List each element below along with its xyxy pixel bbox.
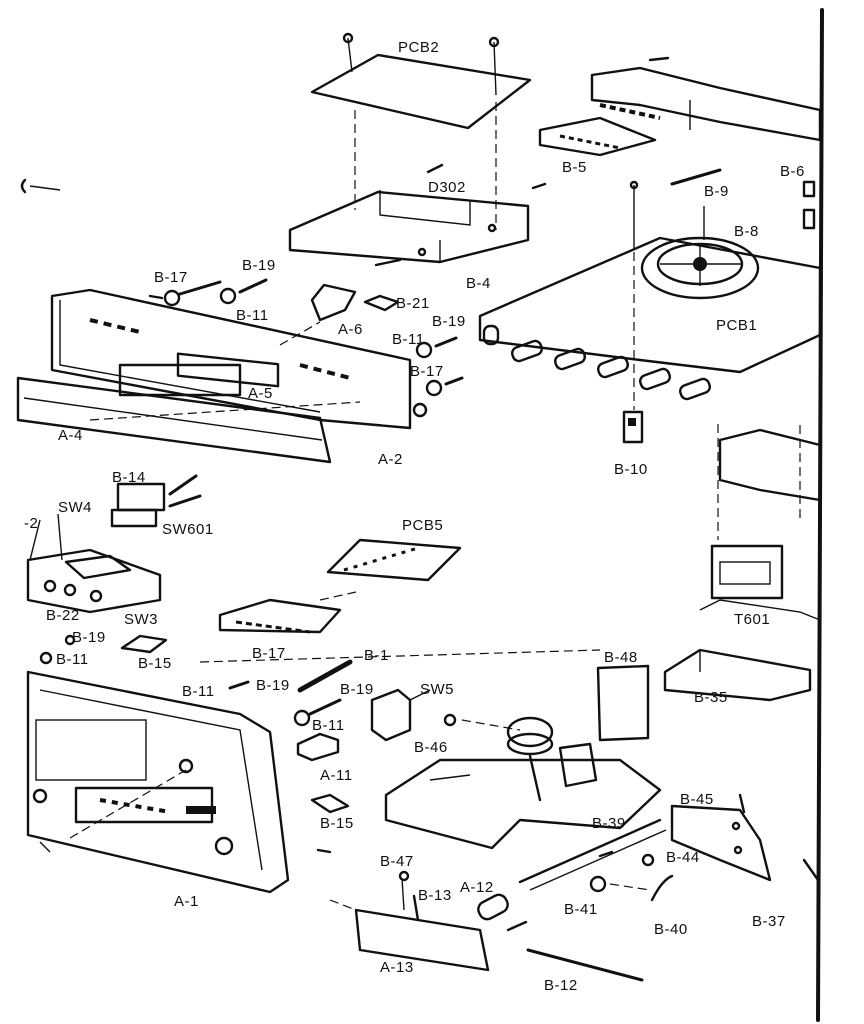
b15-pads (39, 634, 350, 814)
label-pcb5: PCB5 (402, 517, 443, 534)
b14-sw601-parts (110, 474, 202, 528)
label-b19-sw5: B-19 (340, 681, 374, 698)
label-sw601: SW601 (162, 521, 214, 538)
deck-mechanism (384, 713, 662, 850)
a13-cover (329, 870, 528, 972)
label-a5: A-5 (248, 385, 273, 402)
label-b11-sw5: B-11 (312, 717, 345, 734)
b35-bracket (663, 648, 812, 702)
b5-bracket (538, 56, 822, 157)
label-b47: B-47 (380, 853, 414, 870)
b40-b41-parts (589, 874, 674, 902)
label-b17-mid2: B-17 (252, 645, 286, 662)
label-pcb1: PCB1 (716, 317, 757, 334)
label-a4: A-4 (58, 427, 83, 444)
label-b4: B-4 (466, 275, 491, 292)
label-a2: A-2 (378, 451, 403, 468)
label-b19-top: B-19 (242, 257, 276, 274)
pcb1-board (478, 168, 822, 444)
label-b19-mid: B-19 (432, 313, 466, 330)
label-b11-mid: B-11 (392, 331, 425, 348)
a1-front-panel (26, 670, 332, 894)
label-b15-left: B-15 (138, 655, 172, 672)
label-b48: B-48 (604, 649, 638, 666)
label-b21: B-21 (396, 295, 430, 312)
label-t601: T601 (734, 611, 770, 628)
label-b45: B-45 (680, 791, 714, 808)
b1-sw5-parts (228, 659, 431, 742)
label-b17-top: B-17 (154, 269, 188, 286)
label-b41: B-41 (564, 901, 598, 918)
part-labels: PCB2 B-5 B-6 D302 B-9 B-8 B-4 B-17 B-19 … (24, 39, 805, 994)
label-b40: B-40 (654, 921, 688, 938)
label-b11-b1: B-11 (182, 683, 215, 700)
label-b46: B-46 (414, 739, 448, 756)
label-b6: B-6 (780, 163, 805, 180)
label-m2: -2 (24, 515, 38, 532)
a2-a5-front-panel (16, 178, 428, 464)
a6-b21-parts (279, 283, 400, 346)
label-a11: A-11 (320, 767, 353, 784)
screws-top-left (148, 278, 464, 397)
label-b17-mid: B-17 (410, 363, 444, 380)
label-a13: A-13 (380, 959, 414, 976)
sw3-sw4-switch-board (26, 513, 162, 614)
label-b9: B-9 (704, 183, 729, 200)
b12-shaft (526, 948, 644, 982)
right-border (816, 8, 824, 1022)
label-b11-left: B-11 (56, 651, 89, 668)
label-a12: A-12 (460, 879, 494, 896)
label-b11-top: B-11 (236, 307, 269, 324)
label-sw3: SW3 (124, 611, 158, 628)
assembly-guide-lines (69, 401, 601, 839)
b6-parts (802, 180, 816, 230)
b48-plate (596, 664, 650, 742)
label-d302: D302 (428, 179, 466, 196)
label-b37: B-37 (752, 913, 786, 930)
b17-bracket (218, 591, 357, 634)
b4-bracket (288, 163, 547, 267)
b37-b45-linkage (518, 793, 820, 891)
label-a1: A-1 (174, 893, 199, 910)
label-b44: B-44 (666, 849, 700, 866)
label-sw4: SW4 (58, 499, 92, 516)
label-b15-mid: B-15 (320, 815, 354, 832)
label-b39: B-39 (592, 815, 626, 832)
label-sw5: SW5 (420, 681, 454, 698)
pcb5-board (326, 538, 462, 582)
a11-part (296, 732, 340, 762)
label-b13: B-13 (418, 887, 452, 904)
t601-transformer (699, 424, 822, 621)
label-b10: B-10 (614, 461, 648, 478)
label-b5: B-5 (562, 159, 587, 176)
label-b22: B-22 (46, 607, 80, 624)
label-b12: B-12 (544, 977, 578, 994)
label-a6: A-6 (338, 321, 363, 338)
label-b35: B-35 (694, 689, 728, 706)
label-pcb2: PCB2 (398, 39, 439, 56)
label-b19-left: B-19 (72, 629, 106, 646)
label-b19-b1: B-19 (256, 677, 290, 694)
label-b14: B-14 (112, 469, 146, 486)
label-b8: B-8 (734, 223, 759, 240)
label-b1: B-1 (364, 647, 389, 664)
pcb2-board (310, 32, 532, 230)
a12-roller (477, 893, 509, 921)
